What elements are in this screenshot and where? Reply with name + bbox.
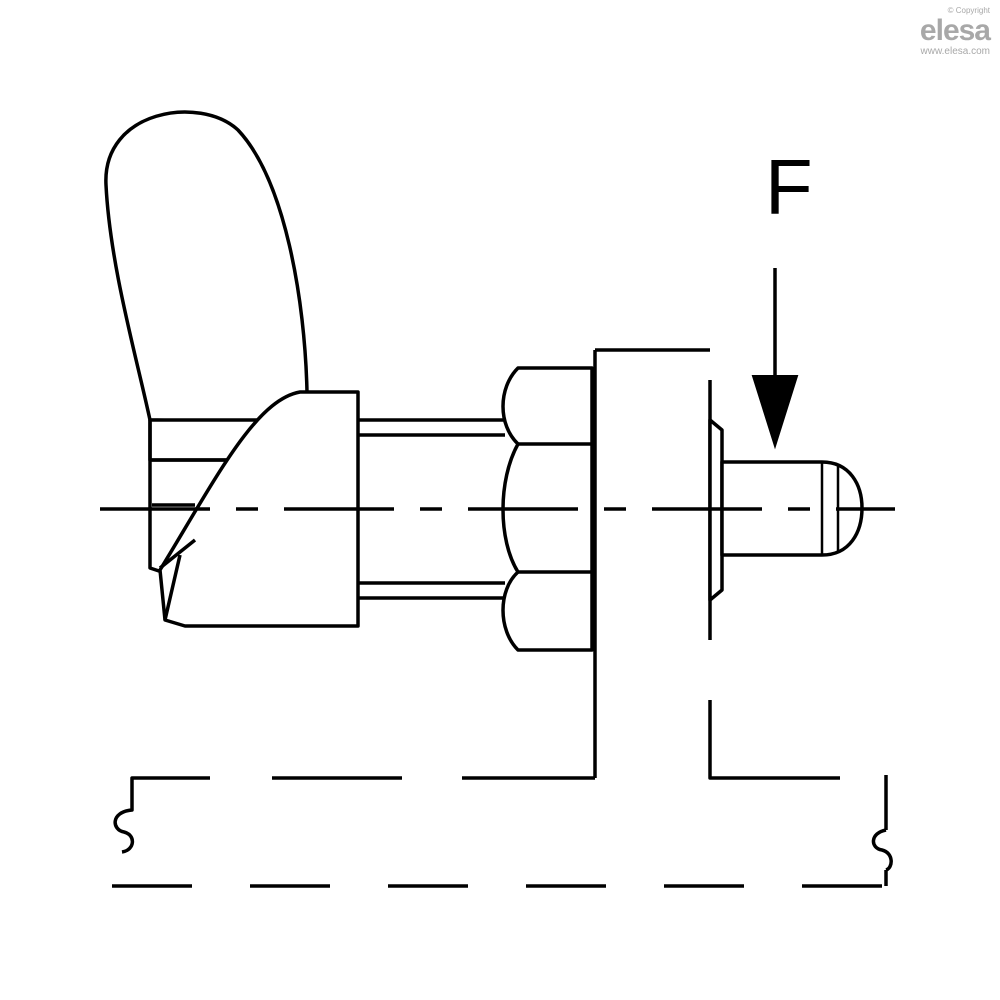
brand-logo: elesa	[919, 14, 991, 47]
brand-watermark: © Copyright elesa www.elesa.com	[919, 6, 991, 58]
brand-url: www.elesa.com	[920, 46, 990, 57]
brand-copyright: © Copyright	[947, 6, 990, 15]
force-arrow	[751, 268, 799, 450]
cam-lever-handle	[104, 110, 309, 424]
right-break-symbol	[871, 828, 893, 872]
left-break-symbol	[113, 795, 135, 854]
threaded-shank	[358, 418, 505, 600]
force-label: F	[765, 143, 813, 231]
cam-body	[148, 390, 360, 628]
